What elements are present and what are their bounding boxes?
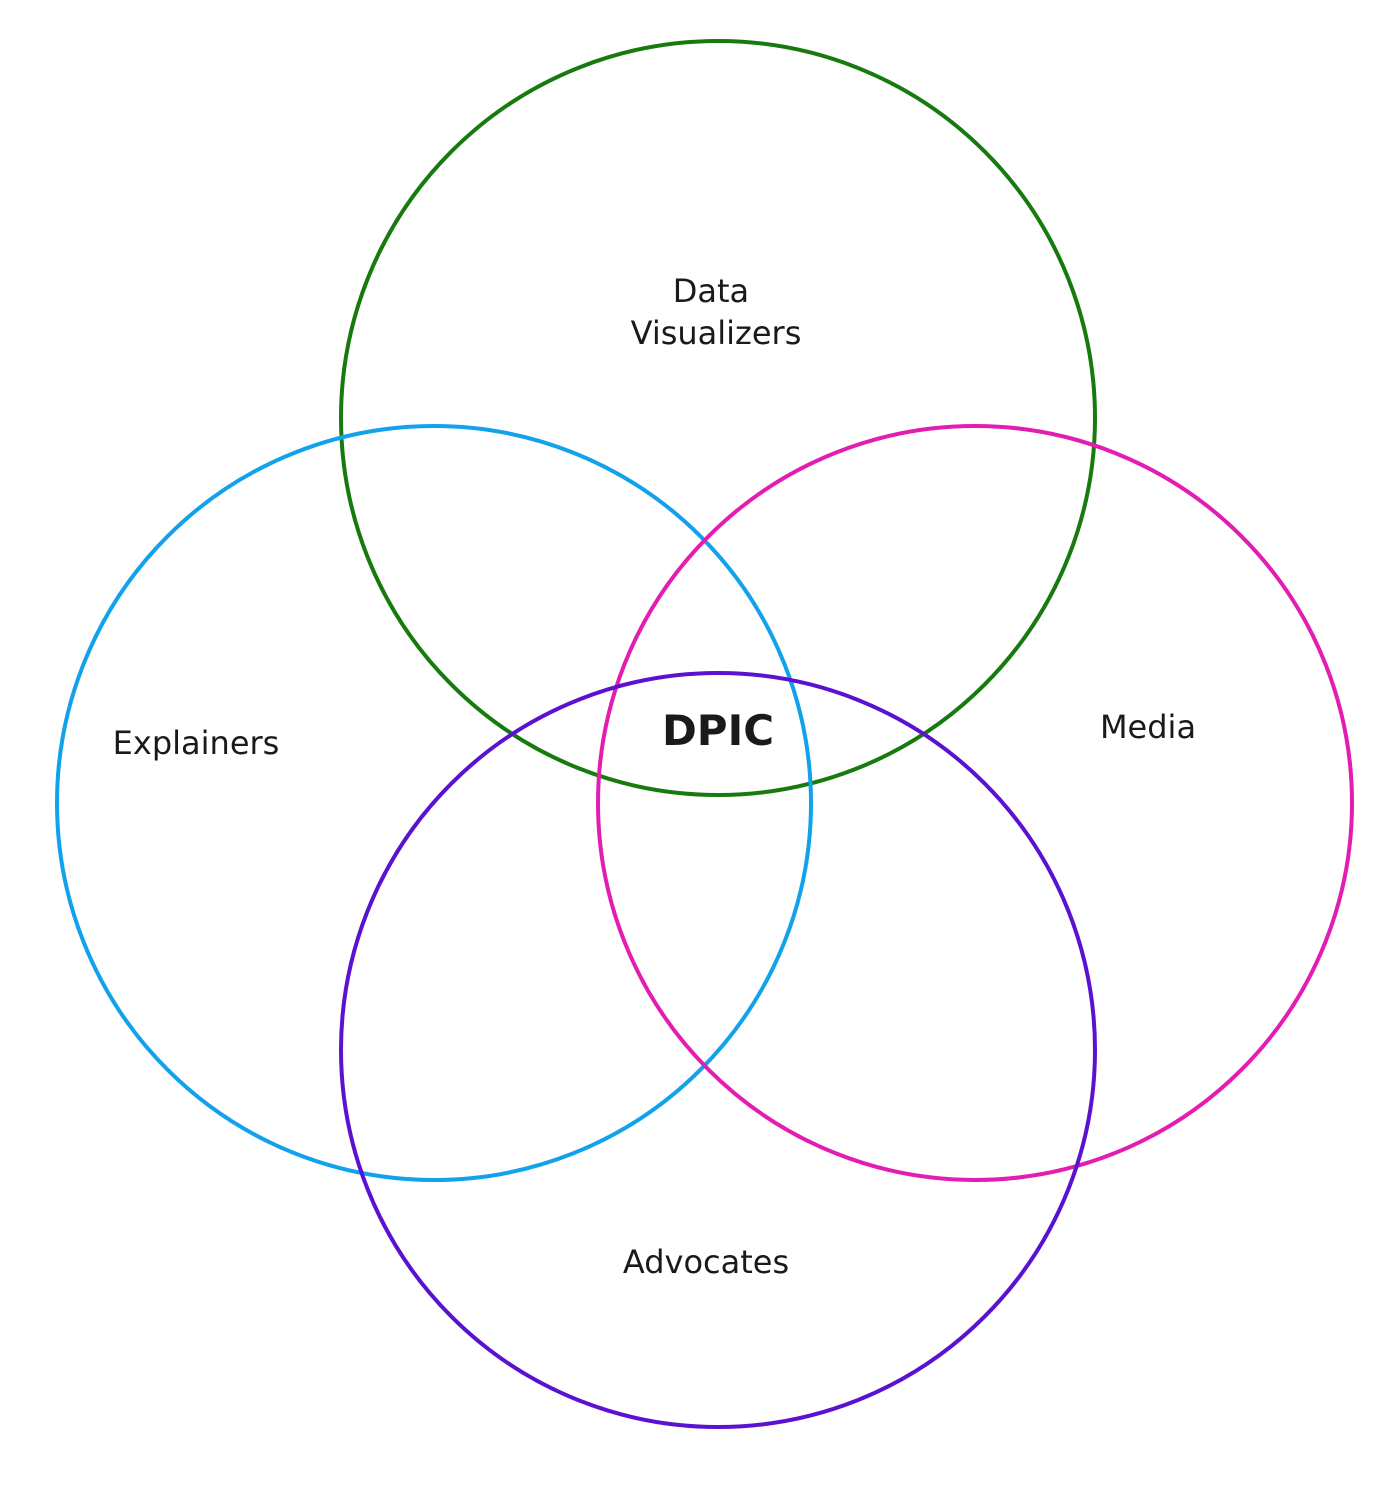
media-circle — [596, 424, 1354, 1182]
data-visualizers-label: Data Visualizers — [631, 272, 802, 352]
data-visualizers-circle — [339, 39, 1097, 797]
advocates-label: Advocates — [623, 1243, 789, 1281]
data-visualizers-label-line-1: Data — [673, 272, 749, 310]
explainers-circle — [55, 424, 813, 1182]
advocates-circle — [339, 671, 1097, 1429]
media-label: Media — [1100, 708, 1196, 746]
center-label: DPIC — [662, 706, 774, 755]
explainers-label: Explainers — [113, 724, 280, 762]
data-visualizers-label-line-2: Visualizers — [631, 314, 802, 352]
